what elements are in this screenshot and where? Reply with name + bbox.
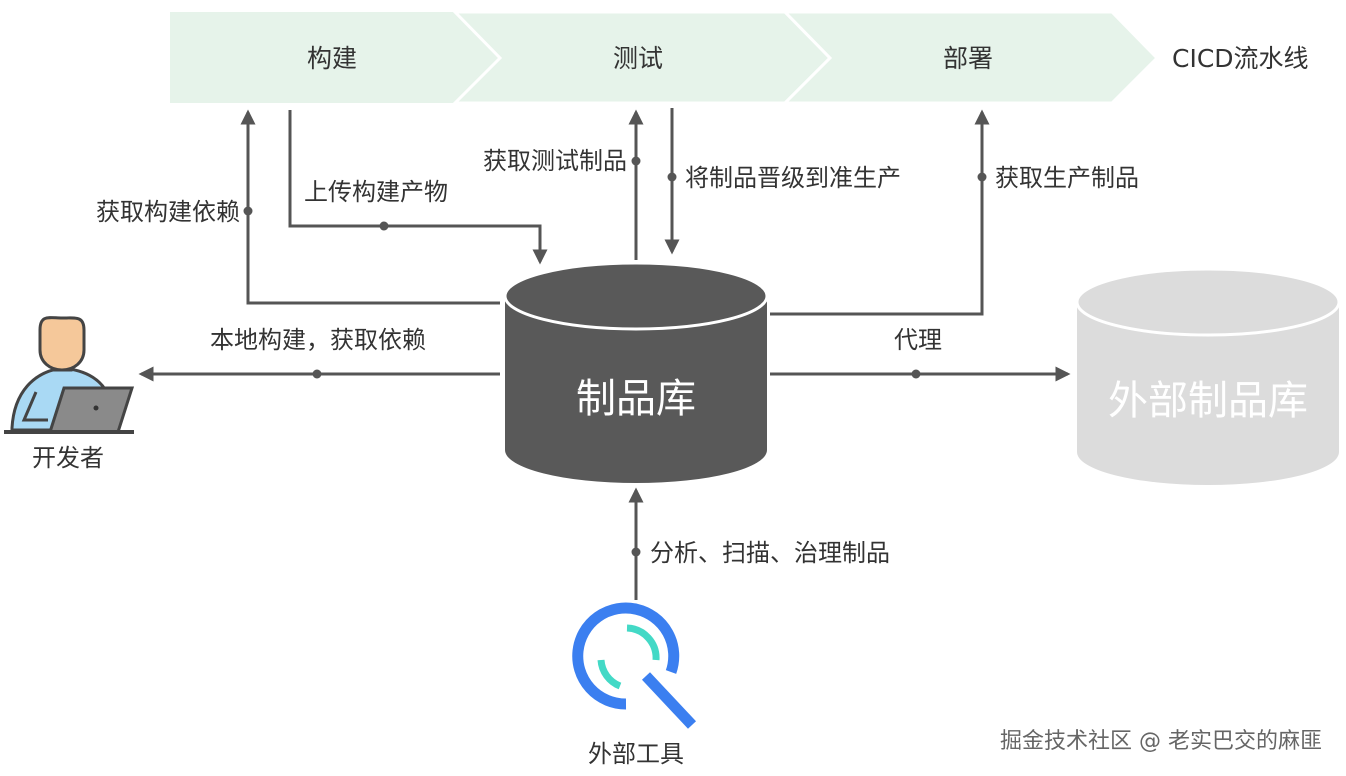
connector-dot bbox=[631, 547, 641, 557]
cicd-pipeline: 构建 测试 部署 CICD流水线 bbox=[170, 10, 1309, 105]
magnifier-icon bbox=[572, 602, 697, 729]
connectors bbox=[138, 108, 1071, 600]
artifact-repo-cylinder: 制品库 bbox=[503, 261, 769, 483]
repo-label: 制品库 bbox=[576, 376, 696, 422]
flow-label-upload-artifacts: 上传构建产物 bbox=[304, 178, 448, 206]
flow-label-local-build: 本地构建，获取依赖 bbox=[210, 326, 426, 354]
pipeline-stage-build bbox=[170, 12, 500, 103]
connector-dot bbox=[243, 206, 253, 216]
connector-dot bbox=[631, 156, 641, 166]
external-repo-cylinder: 外部制品库 bbox=[1075, 267, 1341, 485]
arrow-upload-artifacts bbox=[288, 110, 548, 265]
connector-dot bbox=[379, 221, 389, 231]
external-repo-label: 外部制品库 bbox=[1108, 378, 1308, 424]
developer-label: 开发者 bbox=[32, 444, 104, 472]
flow-label-proxy: 代理 bbox=[894, 326, 942, 354]
arrow-get-prod-artifacts bbox=[770, 109, 990, 316]
connector-dot bbox=[667, 172, 677, 182]
connector-dot bbox=[911, 369, 921, 379]
pipeline-stage-deploy bbox=[781, 10, 1160, 105]
stage-label-test: 测试 bbox=[613, 44, 663, 73]
stage-label-build: 构建 bbox=[307, 44, 357, 73]
flow-labels: 获取构建依赖 上传构建产物 获取测试制品 将制品晋级到准生产 获取生产制品 本地… bbox=[96, 147, 1139, 567]
watermark-text: 掘金技术社区 @ 老实巴交的麻匪 bbox=[1000, 729, 1322, 754]
external-tool-label: 外部工具 bbox=[588, 740, 684, 768]
stage-label-deploy: 部署 bbox=[943, 44, 993, 73]
flow-label-analyze: 分析、扫描、治理制品 bbox=[650, 539, 890, 567]
connector-dot bbox=[977, 172, 987, 182]
flow-label-get-prod-artifacts: 获取生产制品 bbox=[995, 164, 1139, 192]
flow-label-get-build-deps: 获取构建依赖 bbox=[96, 198, 240, 226]
flow-label-get-test-artifacts: 获取测试制品 bbox=[483, 147, 627, 175]
arrow-get-build-deps bbox=[240, 109, 500, 305]
developer-icon bbox=[4, 316, 135, 434]
connector-dot bbox=[312, 369, 322, 379]
flow-label-promote: 将制品晋级到准生产 bbox=[685, 164, 901, 192]
pipeline-label: CICD流水线 bbox=[1172, 44, 1309, 73]
